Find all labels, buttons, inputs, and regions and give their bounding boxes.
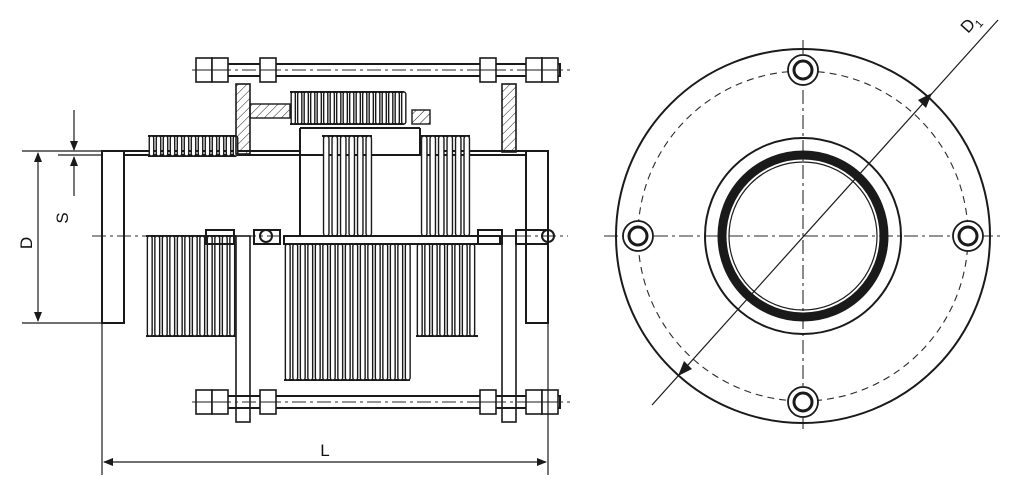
d1-arrow-top [918,93,932,108]
hex-nut [479,389,497,415]
d1-leader-line [651,19,999,406]
pipe-ring [717,150,889,322]
hex-nut [211,389,229,415]
label-L: L [320,441,329,460]
bellows-lower-middle [284,243,411,381]
dimension-D: D [17,150,102,324]
middle-guide-plate [283,235,501,245]
label-D: D [17,237,36,249]
flange-outer-circle [615,48,991,424]
flange-bolts [622,54,984,418]
d1-arrow-bottom [678,361,692,376]
tie-rod-nuts [195,57,559,415]
label-D1: D 1 [957,15,986,37]
bolt-head [952,220,984,252]
label-S: S [53,212,72,223]
bolt-head [787,54,819,86]
bellows-top-middle [290,91,407,125]
hex-nut [525,389,543,415]
top-tie-rod [192,63,570,77]
hex-nut [211,57,229,83]
hex-nut [525,57,543,83]
hex-nut [259,389,277,415]
hex-nut [259,57,277,83]
side-view [92,57,570,423]
hub-circle [704,137,902,335]
hex-nut [541,57,559,83]
hex-nut [479,57,497,83]
pipe-bore [728,161,878,311]
hex-nut [541,389,559,415]
right-flange-plate [411,83,517,423]
dimension-L: L [101,323,549,475]
bellows-top-left [148,135,239,157]
bolt-head [787,386,819,418]
bellows-lower-left [146,235,236,337]
bellows-upper-left [322,135,373,237]
bellows-lower-right [416,243,478,337]
dimension-S: S [53,110,102,224]
hex-nut [195,389,213,415]
hex-nut [195,57,213,83]
front-view: D 1 [604,15,1004,430]
left-flange-plate [235,83,291,423]
bolt-head [622,220,654,252]
